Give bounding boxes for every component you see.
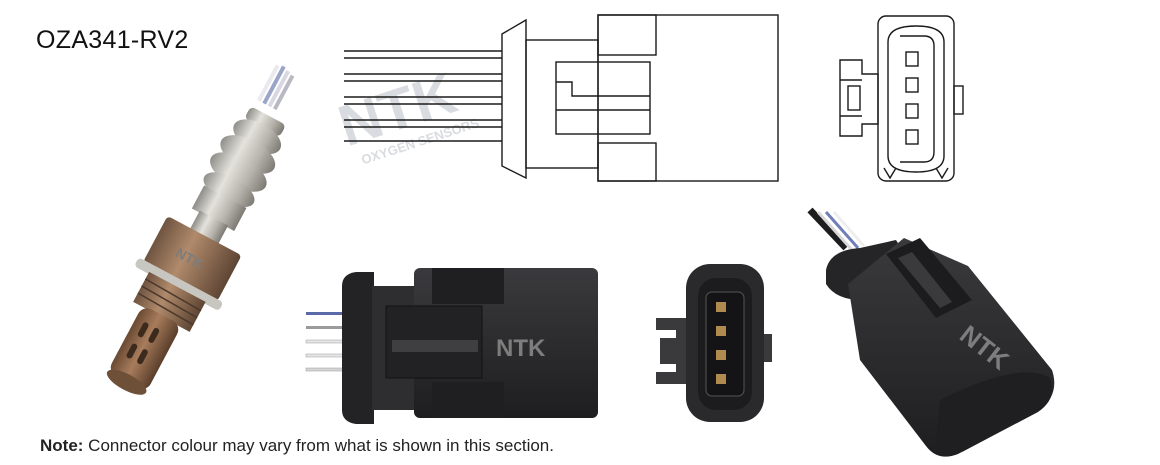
connector-brand-label: NTK: [496, 335, 546, 362]
note-text: Connector colour may vary from what is s…: [83, 436, 554, 455]
ntk-watermark: NTK OXYGEN SENSORS: [331, 60, 481, 167]
connector-colour-note: Note: Connector colour may vary from wha…: [40, 436, 554, 456]
oxygen-sensor-image: NTK: [106, 64, 295, 395]
connector-side-photo: NTK: [305, 268, 598, 424]
part-number-title: OZA341-RV2: [36, 26, 189, 54]
connector-face-drawing: [839, 15, 964, 182]
connector-side-drawing: [344, 14, 779, 182]
note-label: Note:: [40, 436, 84, 455]
connector-face-photo: [656, 264, 772, 422]
connector-angle-photo: NTK: [807, 207, 1055, 457]
